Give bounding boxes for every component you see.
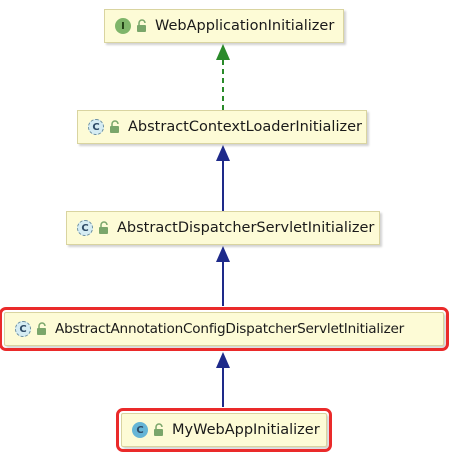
interface-icon: I: [115, 18, 131, 34]
node-label: AbstractDispatcherServletInitializer: [117, 220, 375, 236]
abstract-class-icon: C: [15, 321, 31, 337]
node-abstract-annotation-config-dispatcher-servlet-initializer[interactable]: C AbstractAnnotationConfigDispatcherServ…: [0, 307, 449, 351]
node-label: AbstractContextLoaderInitializer: [128, 119, 362, 135]
abstract-class-icon: C: [77, 220, 93, 236]
abstract-class-icon: C: [88, 119, 104, 135]
unlock-icon: [154, 423, 163, 436]
unlock-icon: [110, 120, 119, 133]
node-label: WebApplicationInitializer: [155, 18, 335, 34]
edge-arrowhead-3: [216, 352, 230, 368]
node-web-application-initializer[interactable]: I WebApplicationInitializer: [104, 9, 344, 43]
unlock-icon: [99, 221, 108, 234]
edge-arrowhead-1: [216, 145, 230, 161]
edge-arrowhead-2: [216, 246, 230, 262]
class-icon: C: [132, 422, 148, 438]
node-label: MyWebAppInitializer: [172, 422, 320, 438]
edge-arrowhead-0: [216, 44, 230, 60]
node-abstract-dispatcher-servlet-initializer[interactable]: C AbstractDispatcherServletInitializer: [66, 211, 380, 245]
node-my-web-app-initializer[interactable]: C MyWebAppInitializer: [116, 408, 332, 452]
unlock-icon: [37, 322, 46, 335]
node-label: AbstractAnnotationConfigDispatcherServle…: [55, 321, 405, 337]
unlock-icon: [137, 19, 146, 32]
node-abstract-context-loader-initializer[interactable]: C AbstractContextLoaderInitializer: [77, 110, 367, 144]
